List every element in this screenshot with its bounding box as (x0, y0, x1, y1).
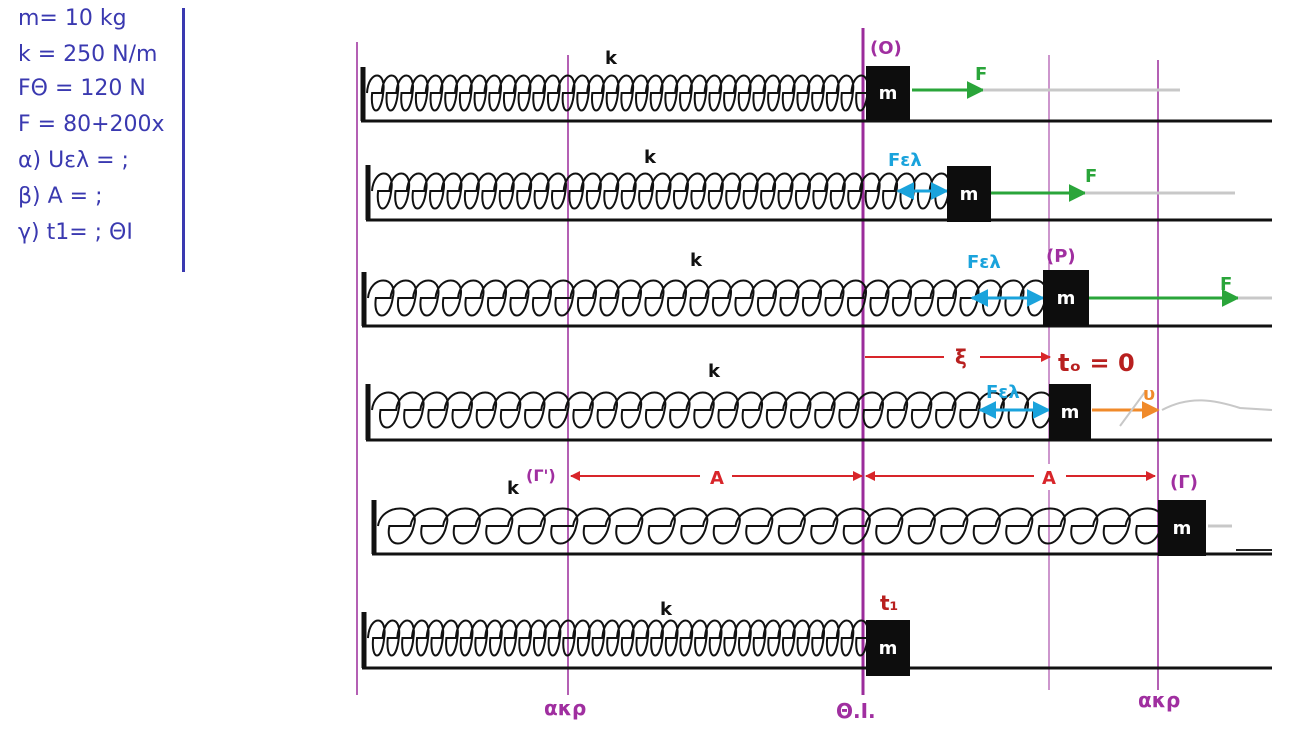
spring-k-label: k (605, 48, 618, 69)
spring-rows (360, 67, 1272, 670)
mass-block-3: m (1043, 270, 1089, 326)
spring-coil (367, 279, 1047, 317)
panel-divider (182, 8, 185, 272)
question-b: β) Α = ; (18, 184, 103, 209)
guide-lines (356, 28, 1159, 695)
spring-row-3 (361, 272, 1272, 328)
spring-coil (366, 74, 869, 112)
row-4-release: ξ tₒ = 0 Fελ υ k (708, 345, 1273, 427)
spring-k-label: k (690, 250, 703, 271)
given-spring-k: k = 250 N/m (18, 42, 158, 67)
t1-label: t₁ (880, 591, 898, 615)
equilibrium-label: Θ.Ι. (836, 699, 876, 723)
spring-coil (371, 172, 951, 210)
spring-k-label: k (507, 478, 520, 499)
spring-coil (377, 507, 1164, 545)
displacement-label: ξ (955, 345, 967, 369)
question-c: γ) t1= ; ΘΙ (18, 220, 133, 245)
point-G-prime-label: (Γ') (526, 466, 556, 485)
spring-row-1 (360, 67, 1272, 123)
force-Fel-label: Fελ (967, 252, 1001, 273)
given-force-F: F = 80+200x (18, 112, 165, 137)
mass-label: m (1057, 288, 1076, 309)
mass-block-4: m (1049, 384, 1091, 440)
spring-k-label: k (708, 361, 721, 382)
masses: m m m m m m (866, 66, 1206, 676)
row-6-return: t₁ k (660, 591, 898, 620)
amplitude-right-label: Α (1042, 468, 1056, 489)
mass-label: m (879, 83, 898, 104)
velocity-label: υ (1143, 384, 1155, 405)
given-force-eq: FΘ = 120 N (18, 76, 146, 101)
amplitude-left-label: Α (710, 468, 724, 489)
spring-k-label: k (660, 599, 673, 620)
spring-coil (371, 391, 1054, 429)
force-Fel-label: Fελ (986, 382, 1020, 403)
point-G-label: (Γ) (1170, 472, 1198, 493)
mass-block-6: m (866, 620, 910, 676)
question-a: α) Uελ = ; (18, 148, 129, 173)
spring-coil (367, 619, 869, 657)
mass-block-5: m (1158, 500, 1206, 556)
row-3-point-P: F Fελ (Ρ) k (690, 246, 1272, 307)
row-2-stretched: F Fελ k (644, 147, 1235, 202)
spring-row-4 (365, 384, 1272, 442)
spring-row-2 (365, 165, 1272, 222)
row-1-natural-length: F (Ο) k (605, 38, 1180, 99)
spring-row-6 (361, 612, 1272, 670)
mass-label: m (1061, 402, 1080, 423)
force-F-label: F (975, 64, 987, 85)
extreme-left-label: ακρ (544, 696, 586, 720)
force-F-label: F (1085, 166, 1097, 187)
point-O-label: (Ο) (870, 38, 902, 59)
mass-block-1: m (866, 66, 910, 120)
force-F-label: F (1220, 274, 1232, 295)
force-Fel-label: Fελ (888, 150, 922, 171)
mass-block-2: m (947, 166, 991, 222)
row-5-amplitude: Α Α (Γ') (Γ) k (507, 464, 1272, 551)
mass-label: m (1173, 518, 1192, 539)
spring-row-5 (371, 500, 1272, 556)
spring-k-label: k (644, 147, 657, 168)
mass-label: m (879, 638, 898, 659)
extreme-right-label: ακρ (1138, 688, 1180, 712)
mass-label: m (960, 184, 979, 205)
t0-label: tₒ = 0 (1058, 349, 1135, 377)
bottom-labels: ακρ Θ.Ι. ακρ (544, 688, 1180, 723)
point-P-label: (Ρ) (1046, 246, 1076, 267)
given-data-panel: m= 10 kg k = 250 N/m FΘ = 120 N F = 80+2… (0, 0, 190, 275)
given-mass: m= 10 kg (18, 6, 127, 31)
